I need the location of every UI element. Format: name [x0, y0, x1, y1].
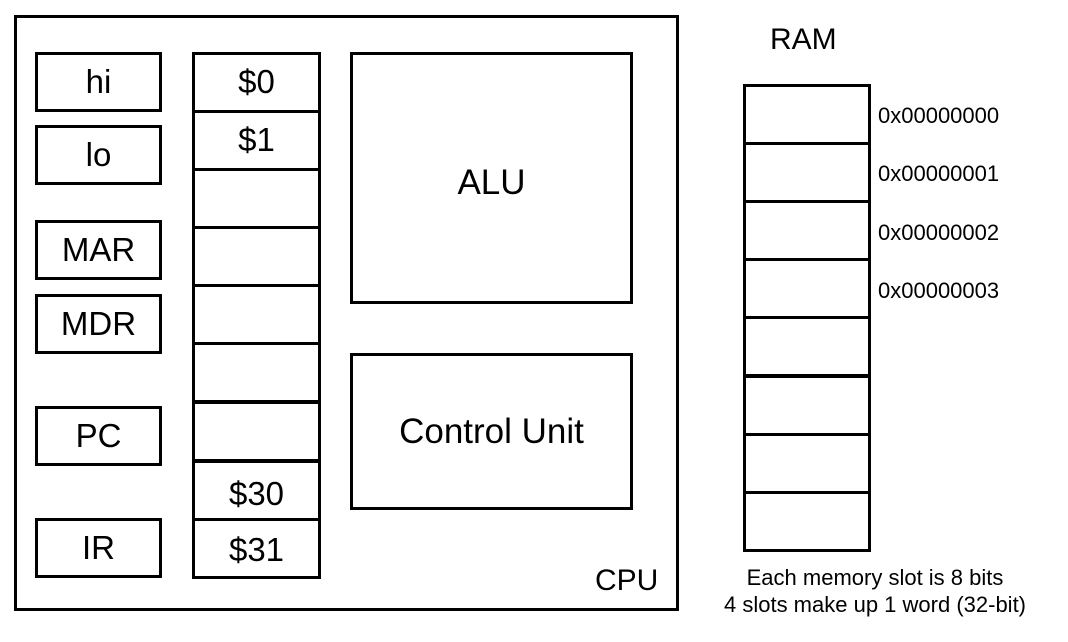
- gpr-slot: [192, 168, 321, 229]
- gpr-slot: [192, 284, 321, 345]
- ram-slot: [743, 142, 871, 203]
- register-ir: IR: [35, 518, 162, 578]
- alu-label: ALU: [457, 163, 526, 202]
- register-mar: MAR: [35, 220, 162, 280]
- gpr-slot: [192, 226, 321, 287]
- ram-slot: [743, 433, 871, 494]
- register-lo: lo: [35, 125, 162, 185]
- gpr-slot: $30: [192, 460, 321, 521]
- register-label: hi: [85, 63, 112, 100]
- ram-address: 0x00000003: [878, 278, 1000, 303]
- gpr-slot: $1: [192, 110, 321, 171]
- register-label: lo: [85, 136, 112, 173]
- gpr-slot: [192, 401, 321, 462]
- gpr-label: $31: [228, 531, 285, 568]
- register-label: PC: [75, 417, 122, 454]
- register-mdr: MDR: [35, 294, 162, 354]
- ram-address: 0x00000001: [878, 161, 1000, 186]
- ram-note-word-size: 4 slots make up 1 word (32-bit): [723, 592, 1027, 617]
- ram-address: 0x00000000: [878, 103, 1000, 128]
- cpu-label: CPU: [595, 564, 659, 597]
- gpr-label: $1: [238, 121, 275, 158]
- alu-box: ALU: [350, 52, 633, 304]
- ram-note-slot-size: Each memory slot is 8 bits: [746, 565, 1004, 590]
- gpr-slot: [192, 342, 321, 403]
- ram-slot: [743, 375, 871, 436]
- control-unit-box: Control Unit: [350, 353, 633, 510]
- register-hi: hi: [35, 52, 162, 112]
- ram-slot: [743, 200, 871, 261]
- gpr-slot: $0: [192, 52, 321, 113]
- ram-slot: [743, 491, 871, 552]
- ram-address: 0x00000002: [878, 220, 1000, 245]
- ram-slot: [743, 316, 871, 377]
- gpr-label: $0: [238, 63, 275, 100]
- register-pc: PC: [35, 406, 162, 466]
- ram-title: RAM: [770, 23, 837, 56]
- register-label: MDR: [60, 305, 137, 342]
- ram-slot: [743, 258, 871, 319]
- gpr-slot: $31: [192, 518, 321, 579]
- register-label: IR: [82, 529, 115, 566]
- register-label: MAR: [61, 231, 136, 268]
- gpr-label: $30: [228, 475, 285, 512]
- ram-slot: [743, 84, 871, 145]
- control-unit-label: Control Unit: [399, 411, 584, 451]
